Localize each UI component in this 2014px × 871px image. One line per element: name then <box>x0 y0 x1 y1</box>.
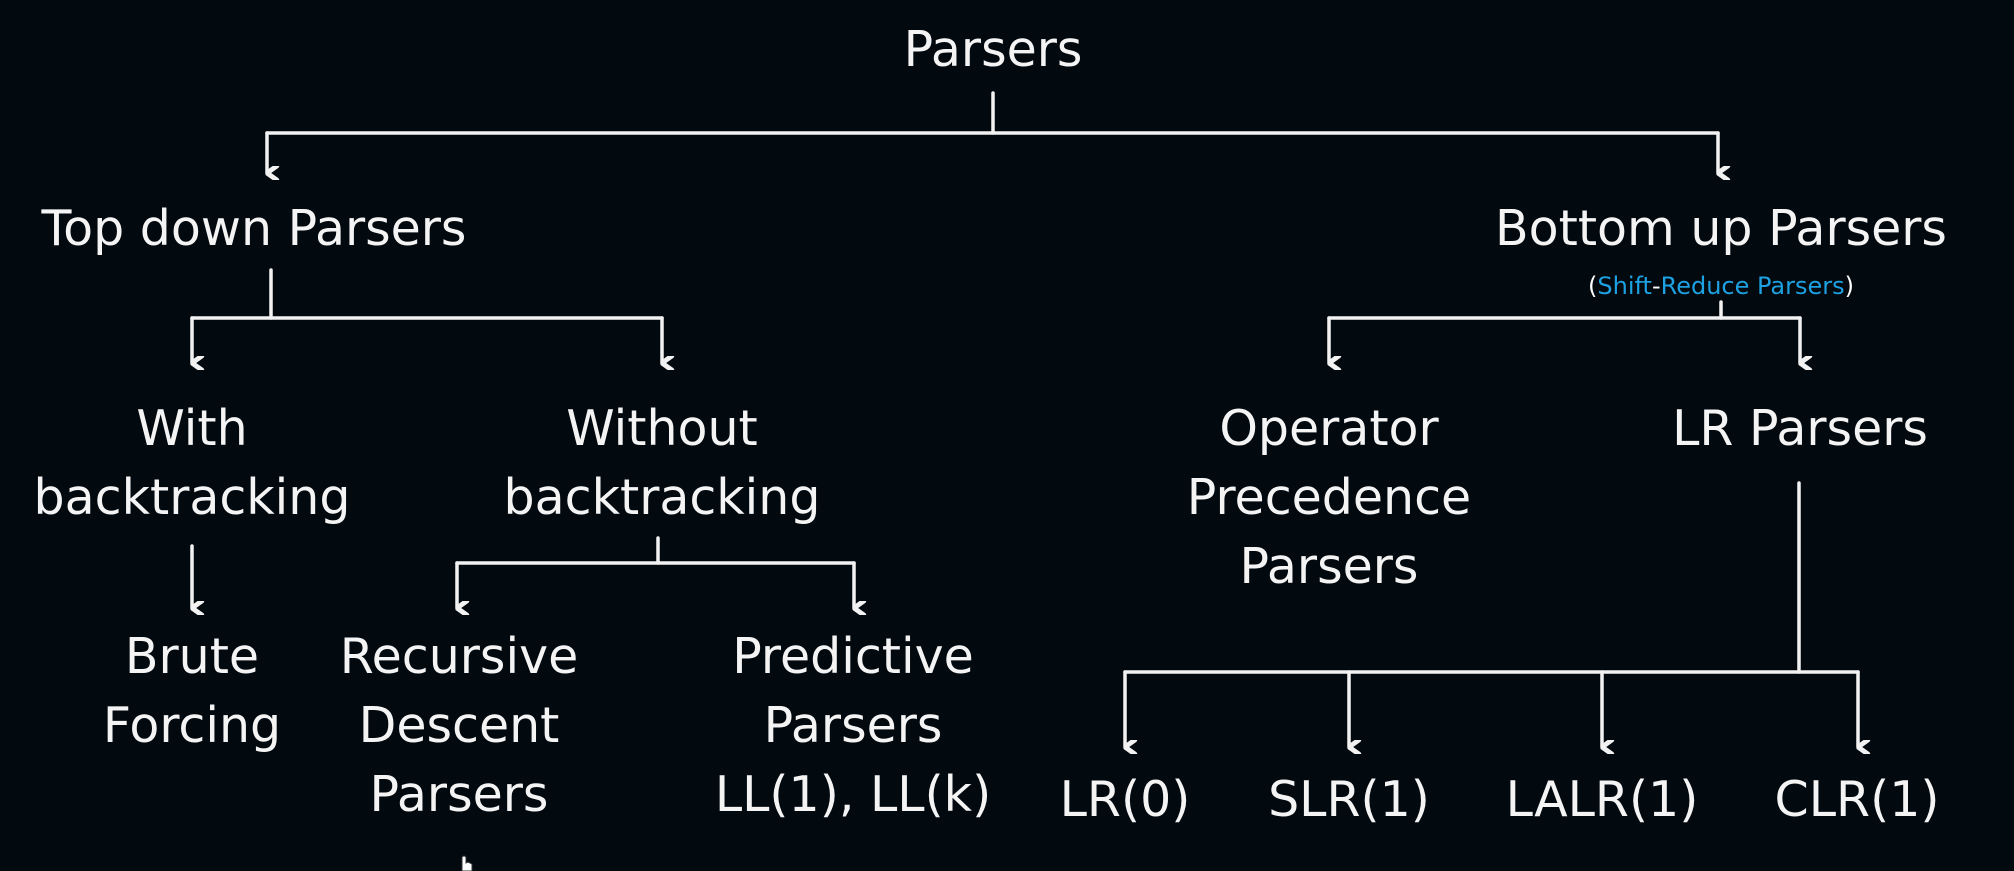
node-top-down-label: Top down Parsers <box>41 200 467 257</box>
node-lr-parsers: LR Parsers <box>1672 400 1928 457</box>
node-operator-precedence-parsers: Operator Precedence Parsers <box>1186 400 1472 595</box>
node-top-down-parsers: Top down Parsers <box>42 194 467 263</box>
note-reduce-parsers: Reduce Parsers <box>1660 272 1845 300</box>
node-with-backtracking: With backtracking <box>33 400 351 526</box>
node-brute-forcing: Brute Forcing <box>102 628 282 754</box>
note-shift: Shift <box>1597 272 1652 300</box>
node-parsers-label: Parsers <box>903 21 1083 78</box>
node-parsers: Parsers <box>904 15 1083 84</box>
bottom-up-note: (Shift-Reduce Parsers) <box>1588 272 1854 300</box>
node-lr0: LR(0) <box>1059 771 1191 828</box>
node-slr1: SLR(1) <box>1268 771 1430 828</box>
node-bottom-up-parsers: Bottom up Parsers <box>1495 194 1947 263</box>
node-lalr1: LALR(1) <box>1505 771 1699 828</box>
node-predictive-parsers: Predictive Parsers LL(1), LL(k) <box>714 628 992 823</box>
node-bottom-up-label: Bottom up Parsers <box>1495 200 1947 257</box>
mouse-cursor-icon <box>461 855 473 871</box>
node-clr1: CLR(1) <box>1774 771 1940 828</box>
node-recursive-descent-parsers: Recursive Descent Parsers <box>339 628 579 823</box>
node-without-backtracking: Without backtracking <box>503 400 821 526</box>
